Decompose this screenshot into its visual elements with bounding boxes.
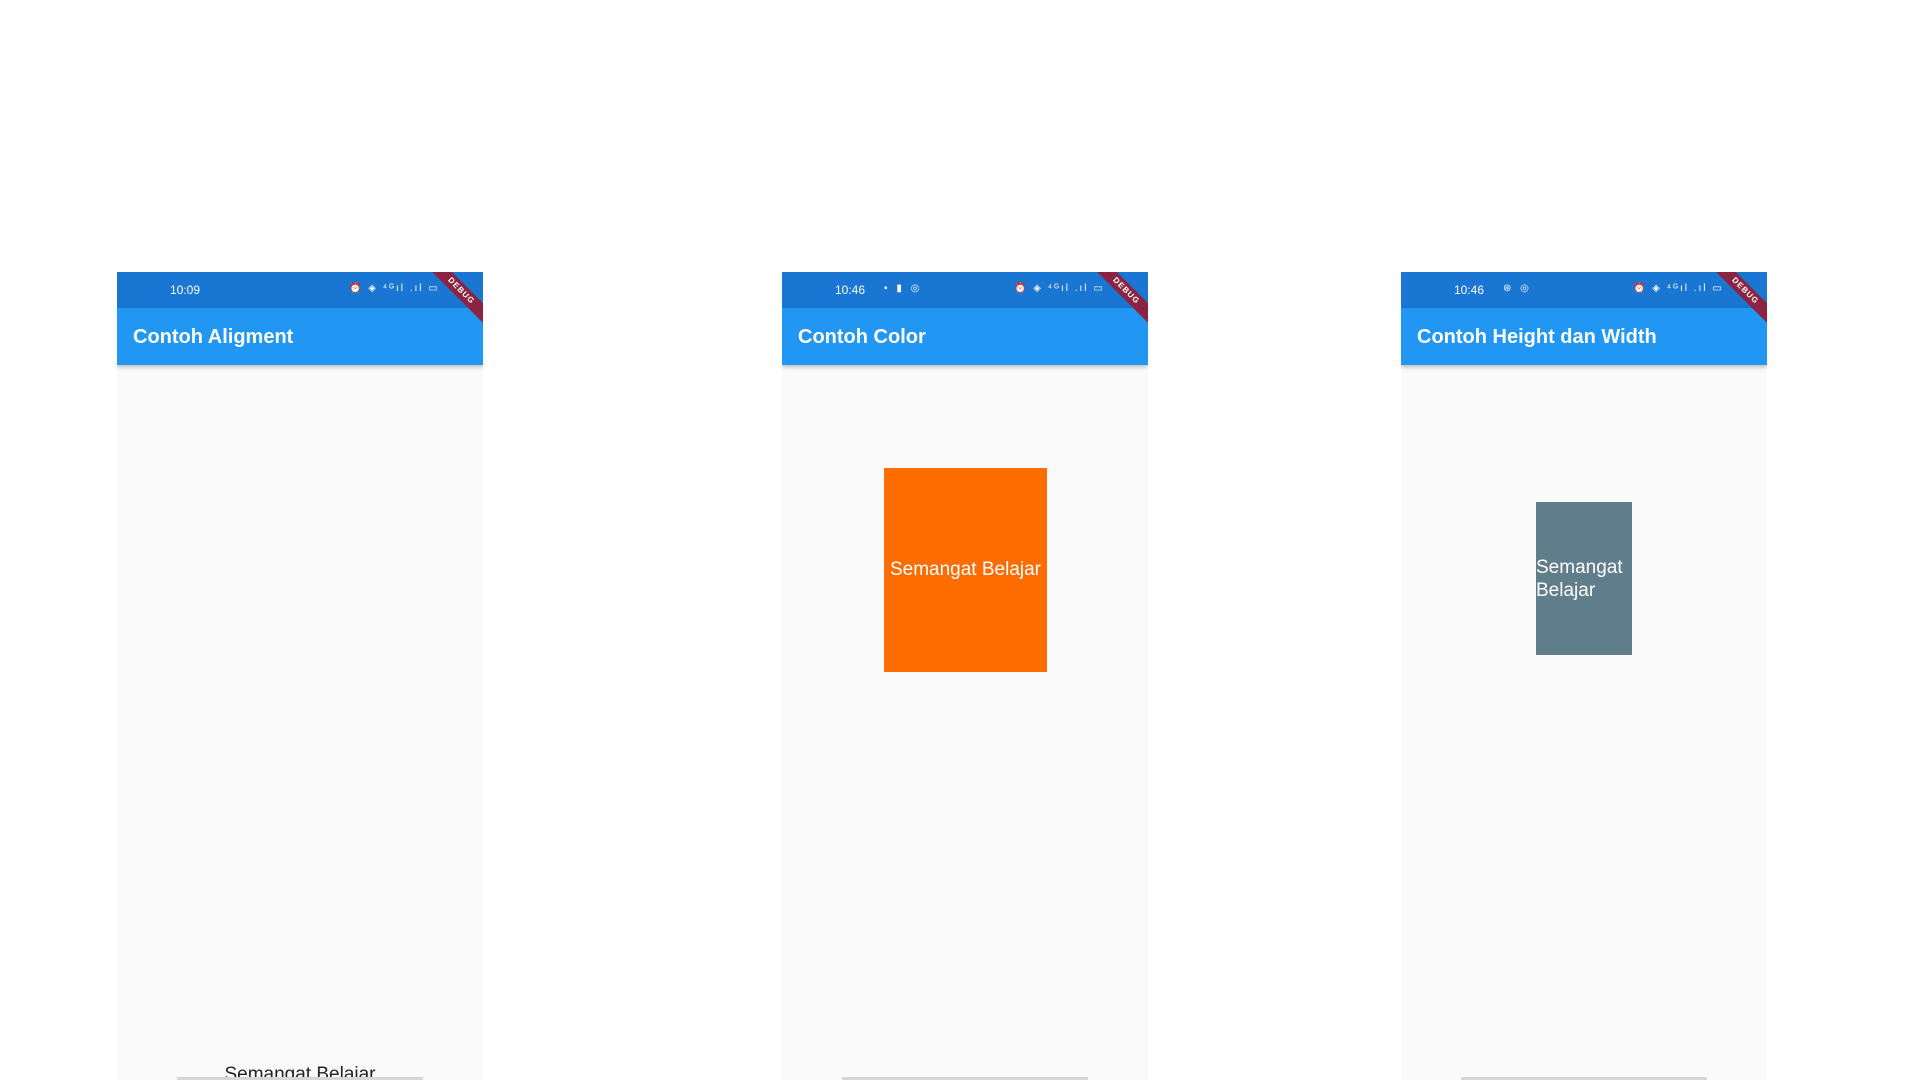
status-bar: 10:09 ⏰ ◈ ⁴ᴳıl .ıl ▭ [117, 272, 483, 308]
colored-container: Semangat Belajar [884, 468, 1047, 672]
debug-label: DEBUG [423, 272, 483, 332]
debug-banner: DEBUG [423, 272, 483, 332]
status-time: 10:46 [835, 283, 866, 297]
sized-container: Semangat Belajar [1536, 502, 1632, 655]
notification-icons: ⊛ ◎ [1503, 283, 1532, 294]
debug-label: DEBUG [1088, 272, 1148, 332]
navigation-handle[interactable] [842, 1077, 1088, 1080]
app-bar: Contoh Color [782, 308, 1148, 365]
navigation-handle[interactable] [177, 1077, 423, 1080]
aligned-text: Semangat Belajar [224, 1064, 376, 1080]
status-time: 10:09 [170, 283, 201, 297]
app-bar-title: Contoh Height dan Width [1417, 326, 1657, 348]
container-text: Semangat Belajar [1536, 556, 1623, 601]
system-status-icons: ⏰ ◈ ⁴ᴳıl .ıl ▭ [349, 283, 440, 294]
container-text: Semangat Belajar [889, 559, 1042, 580]
debug-banner: DEBUG [1088, 272, 1148, 332]
status-bar: 10:46 ⊛ ◎ ⏰ ◈ ⁴ᴳıl .ıl ▭ [1401, 272, 1767, 308]
navigation-handle[interactable] [1461, 1077, 1707, 1080]
debug-banner: DEBUG [1707, 272, 1767, 332]
app-bar-title: Contoh Color [798, 326, 926, 348]
status-time: 10:46 [1454, 283, 1485, 297]
phone-screen-height-width: 10:46 ⊛ ◎ ⏰ ◈ ⁴ᴳıl .ıl ▭ Contoh Height d… [1401, 272, 1767, 1080]
system-status-icons: ⏰ ◈ ⁴ᴳıl .ıl ▭ [1014, 283, 1105, 294]
debug-label: DEBUG [1707, 272, 1767, 332]
system-status-icons: ⏰ ◈ ⁴ᴳıl .ıl ▭ [1633, 283, 1724, 294]
app-bar-title: Contoh Aligment [133, 326, 294, 348]
app-bar: Contoh Height dan Width [1401, 308, 1767, 365]
notification-icons: ▪ ▮ ◎ [884, 283, 923, 294]
status-bar: 10:46 ▪ ▮ ◎ ⏰ ◈ ⁴ᴳıl .ıl ▭ [782, 272, 1148, 308]
app-bar: Contoh Aligment [117, 308, 483, 365]
phone-screen-color: 10:46 ▪ ▮ ◎ ⏰ ◈ ⁴ᴳıl .ıl ▭ Contoh Color … [782, 272, 1148, 1080]
phone-screen-alignment: 10:09 ⏰ ◈ ⁴ᴳıl .ıl ▭ Contoh Aligment DEB… [117, 272, 483, 1080]
